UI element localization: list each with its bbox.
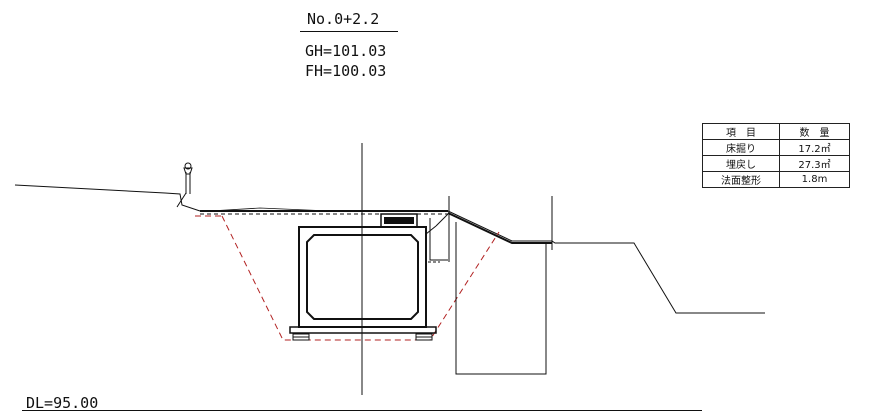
row-item: 埋戻し (702, 155, 780, 172)
row-quantity: 27.3㎡ (779, 155, 850, 172)
table-row: 法面整形 1.8m (702, 171, 850, 188)
survey-marker-icon (183, 162, 193, 194)
excavation-line (221, 215, 500, 341)
table-row: 埋戻し 27.3㎡ (702, 155, 850, 172)
ground-slope-tick (176, 192, 187, 208)
table-row: 床掘り 17.2㎡ (702, 139, 850, 156)
table-header-row: 項 目 数 量 (702, 123, 850, 140)
row-item: 床掘り (702, 139, 780, 156)
base-slab (289, 326, 437, 341)
row-quantity: 1.8m (779, 171, 850, 188)
station-label: No.0+2.2 (307, 10, 380, 28)
sheet-pile (425, 213, 547, 375)
ground-height-label: GH=101.03 (305, 42, 387, 60)
datum-line (22, 410, 702, 411)
station-underline (300, 31, 398, 32)
header-item: 項 目 (702, 123, 780, 140)
existing-ground-left (14, 184, 201, 212)
datum-level-label: DL=95.00 (26, 394, 99, 412)
row-item: 法面整形 (702, 171, 780, 188)
existing-ground-right (447, 210, 765, 314)
formation-height-label: FH=100.03 (305, 62, 387, 80)
quantity-table: 項 目 数 量 床掘り 17.2㎡ 埋戻し 27.3㎡ 法面整形 1.8m (702, 123, 850, 188)
header-quantity: 数 量 (779, 123, 850, 140)
row-quantity: 17.2㎡ (779, 139, 850, 156)
